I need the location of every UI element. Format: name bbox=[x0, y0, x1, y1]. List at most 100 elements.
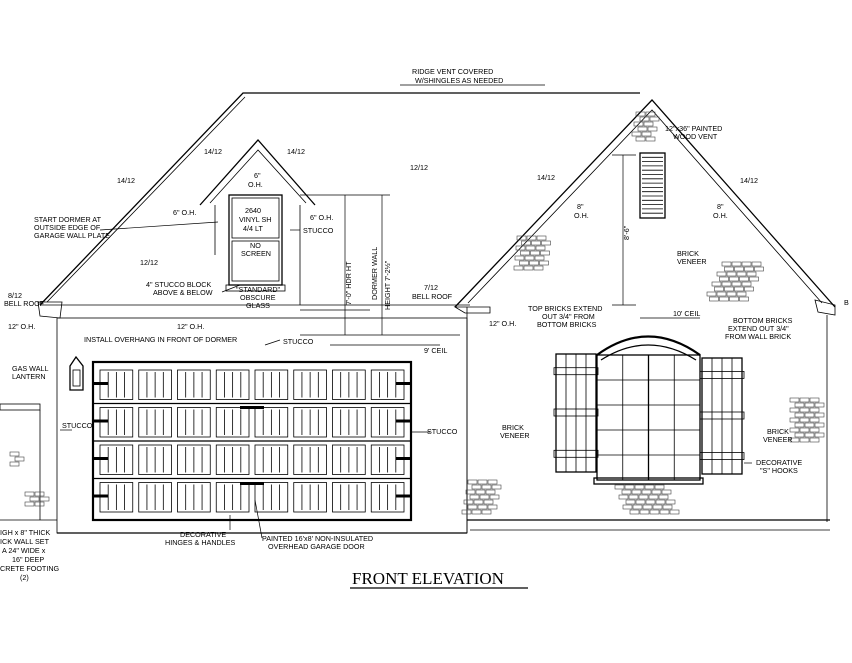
brick bbox=[645, 499, 656, 505]
window-brick-arch-outer bbox=[596, 335, 701, 356]
brick bbox=[644, 484, 655, 490]
brick bbox=[741, 281, 752, 287]
brick bbox=[754, 266, 764, 272]
brick bbox=[789, 427, 800, 433]
footing-note-5: CRETE FOOTING bbox=[0, 564, 60, 573]
brick bbox=[525, 245, 536, 251]
stucco-mid-leader bbox=[264, 339, 281, 346]
garage-wall bbox=[56, 317, 468, 534]
wood-vent bbox=[639, 152, 666, 219]
brick bbox=[734, 286, 744, 292]
pitch-lower-roof: 12/12 bbox=[140, 258, 158, 267]
brick bbox=[814, 432, 825, 438]
ridge-vent-note-2: W/SHINGLES AS NEEDED bbox=[415, 76, 503, 85]
garage-door-panel bbox=[177, 369, 211, 400]
brick-veneer-upper-2: VENEER bbox=[677, 257, 707, 266]
brick bbox=[631, 489, 642, 495]
brick bbox=[473, 499, 484, 505]
hdr-height-label: 7'-0" HDR HT bbox=[344, 261, 353, 305]
garage-door-panel bbox=[332, 444, 366, 475]
bottom-bricks-1: BOTTOM BRICKS bbox=[733, 316, 793, 325]
footing-note-2: ICK WALL SET bbox=[0, 537, 50, 546]
gable-oh-right-value: 8" bbox=[717, 202, 724, 211]
oh-12-left: 12" O.H. bbox=[8, 322, 35, 331]
pitch-left-bell: 8/12 bbox=[8, 291, 22, 300]
brick bbox=[9, 461, 20, 467]
window-spec-3: 4/4 LT bbox=[243, 224, 263, 233]
stucco-dormer-label: STUCCO bbox=[303, 226, 334, 235]
brick bbox=[643, 121, 654, 127]
brick bbox=[465, 489, 476, 495]
garage-door-hinge bbox=[94, 457, 108, 460]
brick bbox=[622, 504, 633, 510]
garage-door bbox=[91, 360, 413, 522]
dormer-start-2: OUTSIDE EDGE OF bbox=[34, 223, 101, 232]
garage-door-panel bbox=[177, 482, 211, 513]
window-spec-5: SCREEN bbox=[241, 249, 271, 258]
brick bbox=[721, 261, 732, 267]
wood-vent-note-1: 12"x36" PAINTED bbox=[665, 124, 722, 133]
shutter-batten bbox=[699, 411, 745, 420]
stucco-block-2: ABOVE & BELOW bbox=[153, 288, 213, 297]
brick bbox=[804, 432, 815, 438]
obscure-glass-3: GLASS bbox=[246, 301, 270, 310]
brick bbox=[814, 422, 825, 428]
window-spec-4: NO bbox=[250, 241, 261, 250]
brick bbox=[721, 281, 732, 287]
pitch-gable-right: 14/12 bbox=[740, 176, 758, 185]
obscure-glass-1: "STANDARD" bbox=[236, 285, 281, 294]
brick-veneer-left-1: BRICK bbox=[502, 423, 524, 432]
gas-lantern-note-2: LANTERN bbox=[12, 372, 46, 381]
brick bbox=[724, 266, 734, 272]
dormer-start-leader bbox=[99, 221, 219, 231]
brick bbox=[789, 407, 800, 413]
garage-door-handle bbox=[240, 482, 264, 485]
brick bbox=[651, 489, 662, 495]
hinges-note-1: DECORATIVE bbox=[180, 530, 226, 539]
brick bbox=[789, 417, 800, 423]
pitch-dormer-left: 14/12 bbox=[204, 147, 222, 156]
garage-door-panel bbox=[215, 369, 250, 400]
brick bbox=[749, 276, 759, 282]
brick bbox=[659, 509, 670, 515]
brick bbox=[665, 499, 676, 505]
dormer-start-1: START DORMER AT bbox=[34, 215, 102, 224]
brick bbox=[716, 291, 727, 297]
brick bbox=[479, 494, 490, 500]
brick bbox=[729, 276, 739, 282]
brick bbox=[645, 111, 656, 117]
brick bbox=[654, 484, 665, 490]
ceil-10-label: 10' CEIL bbox=[673, 309, 700, 318]
brick bbox=[794, 402, 805, 408]
brick bbox=[471, 509, 482, 515]
brick bbox=[734, 266, 744, 272]
brick bbox=[719, 276, 729, 282]
brick bbox=[533, 265, 544, 271]
brick-veneer-right-2: VENEER bbox=[763, 435, 793, 444]
garage-door-note-1: PAINTED 16'x8' NON-INSULATED bbox=[262, 534, 373, 543]
side-wall-cap bbox=[0, 403, 41, 411]
brick bbox=[799, 417, 810, 423]
garage-door-panel bbox=[293, 444, 327, 475]
bell-roof-right-kick bbox=[453, 306, 491, 314]
brick bbox=[789, 397, 800, 403]
brick bbox=[641, 489, 652, 495]
brick bbox=[645, 136, 656, 142]
front-gable-inner bbox=[467, 109, 823, 304]
brick bbox=[523, 265, 534, 271]
oh-12-right: 12" O.H. bbox=[489, 319, 516, 328]
roof-outline bbox=[37, 92, 836, 319]
brick bbox=[531, 240, 541, 246]
oh-12-mid: 12" O.H. bbox=[177, 322, 204, 331]
brick bbox=[804, 422, 815, 428]
brick bbox=[487, 479, 498, 485]
brick bbox=[535, 245, 546, 251]
brick bbox=[739, 296, 749, 302]
gable-oh-left-label: O.H. bbox=[574, 211, 589, 220]
brick bbox=[658, 494, 669, 500]
brick bbox=[524, 255, 535, 261]
brick bbox=[637, 126, 648, 132]
dormer-wall-label-2: HEIGHT 7'-2½" bbox=[383, 260, 392, 310]
garage-door-hinge bbox=[396, 494, 410, 498]
